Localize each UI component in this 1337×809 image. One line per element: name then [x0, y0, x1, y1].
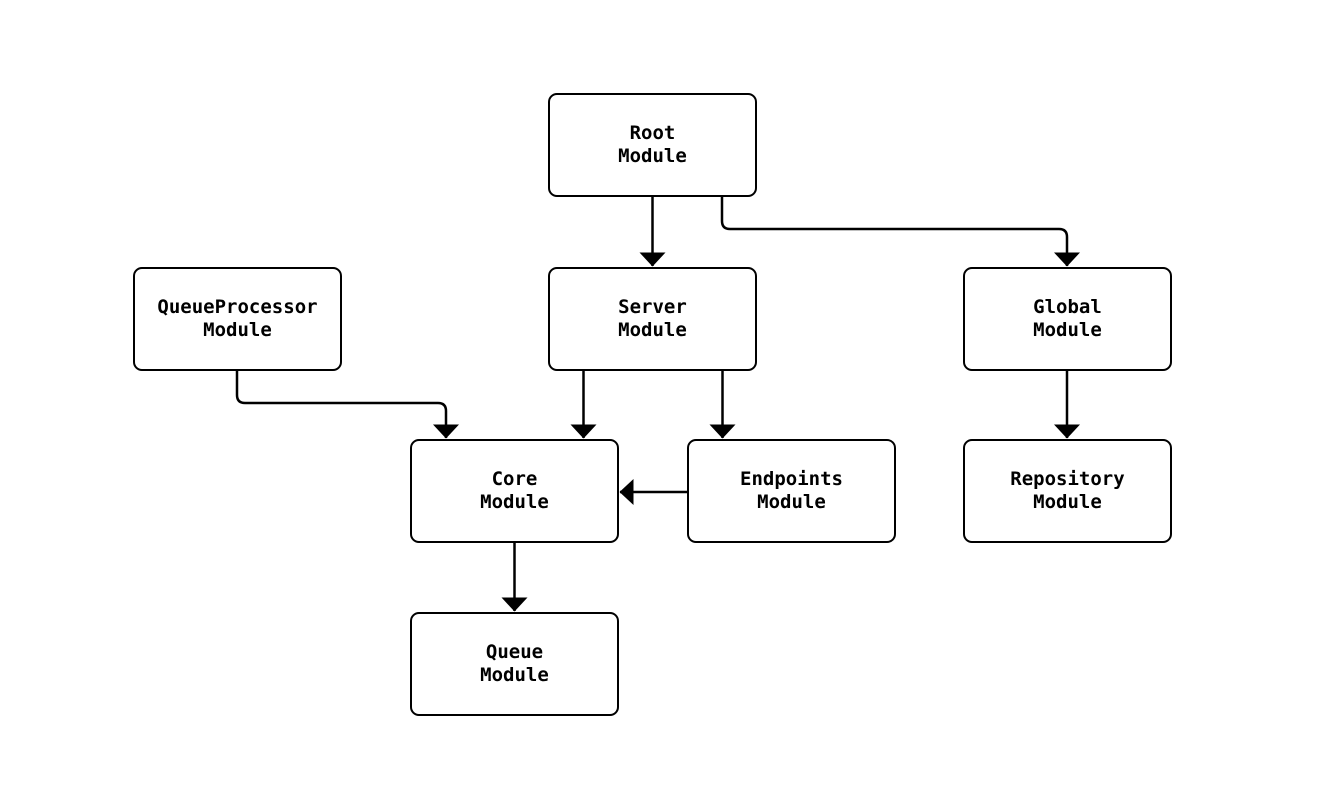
node-global-module-label: Global Module	[1033, 296, 1102, 341]
node-queue-module-label: Queue Module	[480, 641, 549, 686]
node-core-module: Core Module	[410, 439, 619, 543]
node-global-module: Global Module	[963, 267, 1172, 371]
node-repository-module: Repository Module	[963, 439, 1172, 543]
node-queueprocessor-module-label: QueueProcessor Module	[157, 296, 318, 341]
edge-root-to-global	[720, 197, 1080, 267]
node-root-module: Root Module	[548, 93, 757, 197]
node-repository-module-label: Repository Module	[1010, 468, 1125, 513]
node-queueprocessor-module: QueueProcessor Module	[133, 267, 342, 371]
node-core-module-label: Core Module	[480, 468, 549, 513]
node-server-module: Server Module	[548, 267, 757, 371]
node-endpoints-module: Endpoints Module	[687, 439, 896, 543]
node-server-module-label: Server Module	[618, 296, 687, 341]
node-endpoints-module-label: Endpoints Module	[740, 468, 843, 513]
node-queue-module: Queue Module	[410, 612, 619, 716]
node-root-module-label: Root Module	[618, 122, 687, 167]
edge-queueprocessor-to-core	[235, 371, 459, 439]
